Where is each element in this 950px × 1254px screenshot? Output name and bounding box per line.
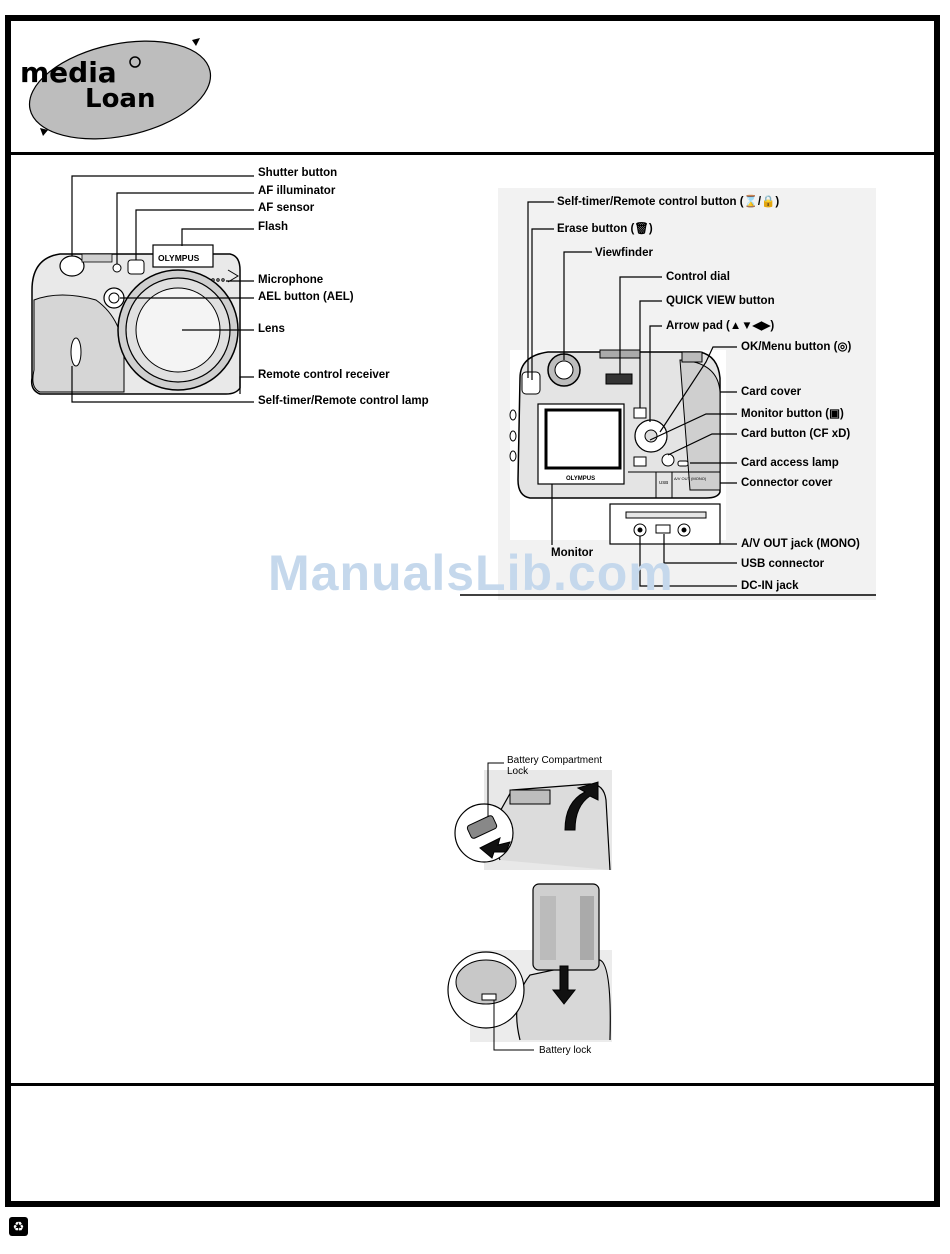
label-viewfinder: Viewfinder [595,247,653,259]
av-port-label: A/V OUT (MONO) [674,476,707,481]
label-microphone: Microphone [258,274,324,286]
label-battery-compartment-lock-2: Lock [507,766,529,777]
logo-text-media: media [20,56,117,89]
label-control-dial: Control dial [666,271,730,283]
page-frame [5,15,940,1207]
battery-insert-illustration [447,883,612,1051]
label-battery-lock: Battery lock [539,1045,592,1056]
footer-divider [11,1083,938,1086]
label-quick-view-button: QUICK VIEW button [666,295,775,307]
recycle-icon: ♻ [9,1217,28,1236]
header-divider [11,152,938,155]
battery-compartment-illustration [454,762,612,871]
back-callout-lines [527,201,737,587]
label-self-timer-lamp: Self-timer/Remote control lamp [258,395,429,407]
label-dc-in-jack: DC-IN jack [741,580,799,592]
watermark: ManualsLib.com [268,545,674,601]
label-av-out-jack: A/V OUT jack (MONO) [741,538,860,550]
label-ael-button: AEL button (AEL) [258,291,354,303]
label-af-sensor: AF sensor [258,202,315,214]
label-card-button: Card button (CF xD) [741,428,851,440]
label-shutter-button: Shutter button [258,167,338,179]
label-usb-connector: USB connector [741,558,825,570]
label-connector-cover: Connector cover [741,477,833,489]
label-monitor-button: Monitor button (▣) [741,408,844,420]
front-callout-lines [71,175,254,403]
usb-port-label: USB [659,480,668,485]
label-flash: Flash [258,221,289,233]
label-card-access-lamp: Card access lamp [741,457,839,469]
label-self-timer-button: Self-timer/Remote control button (⌛/🔒) [557,196,780,208]
label-arrow-pad: Arrow pad (▲▼◀▶) [666,320,775,332]
label-card-cover: Card cover [741,386,802,398]
label-lens: Lens [258,323,285,335]
front-camera-illustration: OLYMPUS [30,244,241,395]
label-ok-menu-button: OK/Menu button (◎) [741,341,852,353]
back-brand: OLYMPUS [566,476,595,482]
logo-text-loan: Loan [85,84,155,114]
label-erase-button: Erase button (🗑) [557,223,653,235]
label-monitor: Monitor [551,547,594,559]
label-remote-control-receiver: Remote control receiver [258,369,390,381]
label-af-illuminator: AF illuminator [258,185,336,197]
front-brand: OLYMPUS [158,253,200,263]
label-battery-compartment-lock-1: Battery Compartment [507,755,603,766]
media-loan-logo: media Loan [20,38,212,140]
